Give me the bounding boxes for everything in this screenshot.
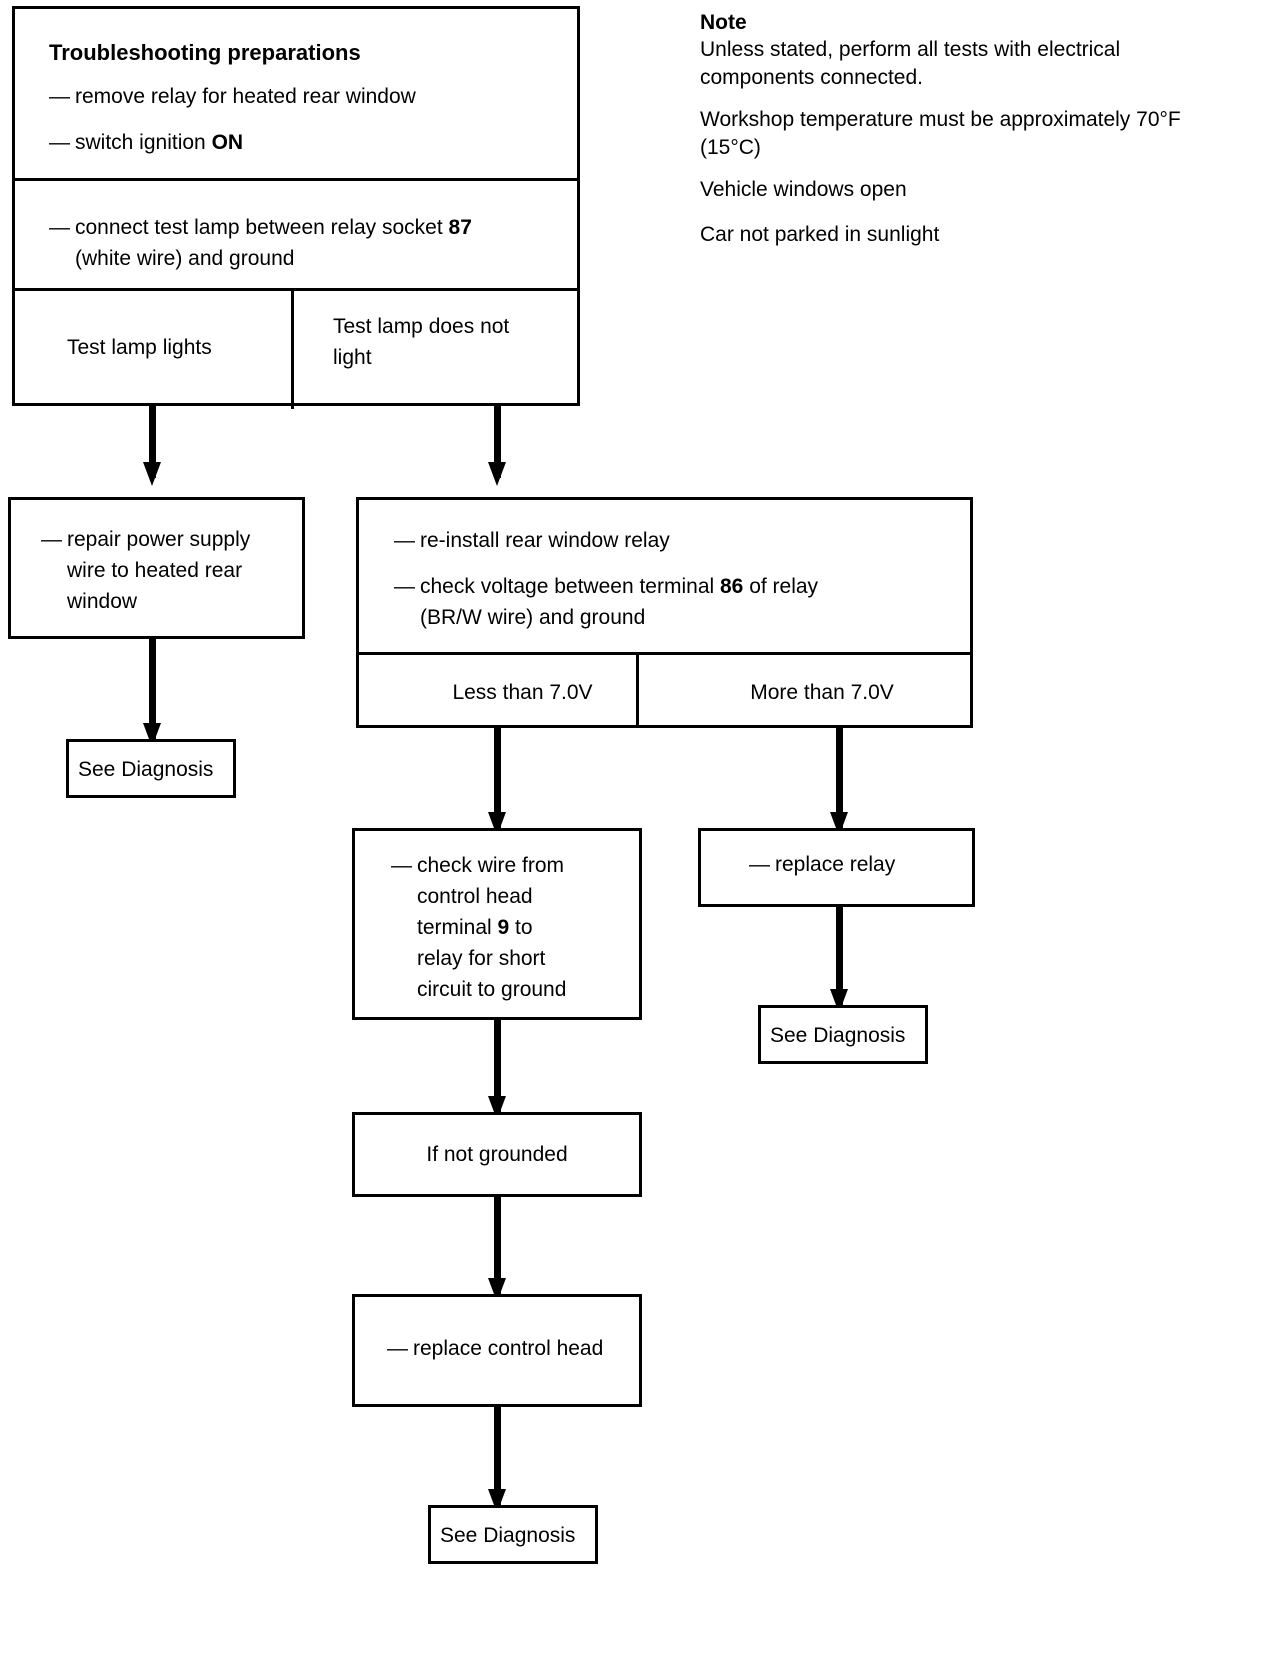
voltage-results-split (636, 652, 639, 728)
less-than-7v-label: Less than 7.0V (452, 681, 593, 704)
check-voltage-line1b: of relay (743, 575, 819, 598)
check-wire-line3b: to (509, 916, 533, 939)
reinstall-relay-label: re-install rear window relay (420, 529, 670, 552)
check-wire-line4: relay for short (417, 947, 546, 970)
check-voltage-step: — check voltage between terminal 86 of r… (394, 571, 959, 633)
replace-control-head-step: — replace control head (387, 1333, 632, 1364)
check-voltage-line2: (BR/W wire) and ground (420, 606, 646, 629)
repair-power-supply-box: — repair power supply wire to heated rea… (8, 497, 305, 639)
note-heading: Note (700, 11, 747, 34)
test-lamp-lights-label: Test lamp lights (67, 336, 212, 359)
connect-test-lamp-label: connect test lamp between relay socket 8… (75, 212, 564, 274)
reinstall-relay-step: — re-install rear window relay (394, 525, 954, 556)
see-diagnosis-bottom-box: See Diagnosis (428, 1505, 598, 1564)
prep-divider (12, 178, 580, 181)
bullet-dash-icon: — (49, 85, 70, 108)
prep-step-1: — remove relay for heated rear window (49, 81, 559, 112)
bullet-dash-icon: — (394, 575, 415, 598)
prep-step-2-text: switch ignition (75, 131, 212, 154)
prep-step-2-emphasis: ON (211, 131, 244, 154)
voltage-results-divider (356, 652, 973, 655)
bullet-dash-icon: — (394, 529, 415, 552)
check-wire-box: — check wire from control head terminal 9 … (352, 828, 642, 1020)
prep-title: Troubleshooting preparations (49, 40, 361, 65)
see-diagnosis-bottom-label: See Diagnosis (440, 1524, 576, 1547)
replace-control-head-label: replace control head (413, 1337, 604, 1360)
check-voltage-terminal: 86 (720, 575, 744, 598)
note-paragraph-3: Vehicle windows open (700, 178, 907, 201)
check-wire-step: — check wire from control head terminal 9 … (391, 850, 626, 1005)
bullet-dash-icon: — (391, 854, 412, 877)
see-diagnosis-right-box: See Diagnosis (758, 1005, 928, 1064)
check-wire-line1: check wire from (417, 854, 565, 877)
bullet-dash-icon: — (41, 528, 62, 551)
check-wire-line5: circuit to ground (417, 978, 567, 1001)
see-diagnosis-left-box: See Diagnosis (66, 739, 236, 798)
connect-test-lamp-terminal: 87 (448, 216, 472, 239)
if-not-grounded-box: If not grounded (352, 1112, 642, 1197)
test-lamp-does-not-light-label: Test lamp does not light (333, 315, 516, 369)
more-than-7v-label: More than 7.0V (750, 681, 894, 704)
troubleshooting-preparations-box: Troubleshooting preparations — remove re… (12, 6, 580, 409)
replace-control-head-box: — replace control head (352, 1294, 642, 1407)
check-wire-line2: control head (417, 885, 533, 908)
check-wire-terminal: 9 (497, 916, 510, 939)
check-voltage-label: check voltage between terminal 86 of rel… (420, 571, 959, 633)
see-diagnosis-left-label: See Diagnosis (78, 758, 214, 781)
note-paragraph-1: Unless stated, perform all tests with el… (700, 38, 1126, 89)
connect-test-lamp-line1: connect test lamp between relay socket (75, 216, 449, 239)
bullet-dash-icon: — (49, 131, 70, 154)
note-paragraph-4: Car not parked in sunlight (700, 223, 940, 246)
prep-step-2: — switch ignition ON (49, 127, 559, 158)
repair-power-supply-step: — repair power supply wire to heated rea… (41, 524, 286, 617)
check-wire-line3a: terminal (417, 916, 498, 939)
check-wire-label: check wire from control head terminal 9 to… (417, 850, 626, 1005)
prep-step-1-label: remove relay for heated rear window (75, 85, 416, 108)
connect-test-lamp-step: — connect test lamp between relay socket… (49, 212, 564, 274)
note-paragraph-2: Workshop temperature must be approximate… (700, 108, 1187, 159)
connect-test-lamp-line2: (white wire) and ground (75, 247, 295, 270)
see-diagnosis-right-label: See Diagnosis (770, 1024, 906, 1047)
bullet-dash-icon: — (387, 1337, 408, 1360)
note-panel: Note Unless stated, perform all tests wi… (700, 6, 1220, 246)
prep-step-2-label: switch ignition ON (75, 127, 559, 158)
relay-check-box: — re-install rear window relay — check v… (356, 497, 973, 728)
repair-power-supply-label: repair power supply wire to heated rear … (67, 528, 257, 613)
results-divider (12, 288, 580, 291)
replace-relay-label: replace relay (775, 853, 896, 876)
bullet-dash-icon: — (749, 853, 770, 876)
bullet-dash-icon: — (49, 216, 70, 239)
check-voltage-line1: check voltage between terminal (420, 575, 720, 598)
replace-relay-step: — replace relay (749, 849, 964, 880)
replace-relay-box: — replace relay (698, 828, 975, 907)
if-not-grounded-label: If not grounded (426, 1143, 568, 1166)
results-split (291, 288, 294, 409)
